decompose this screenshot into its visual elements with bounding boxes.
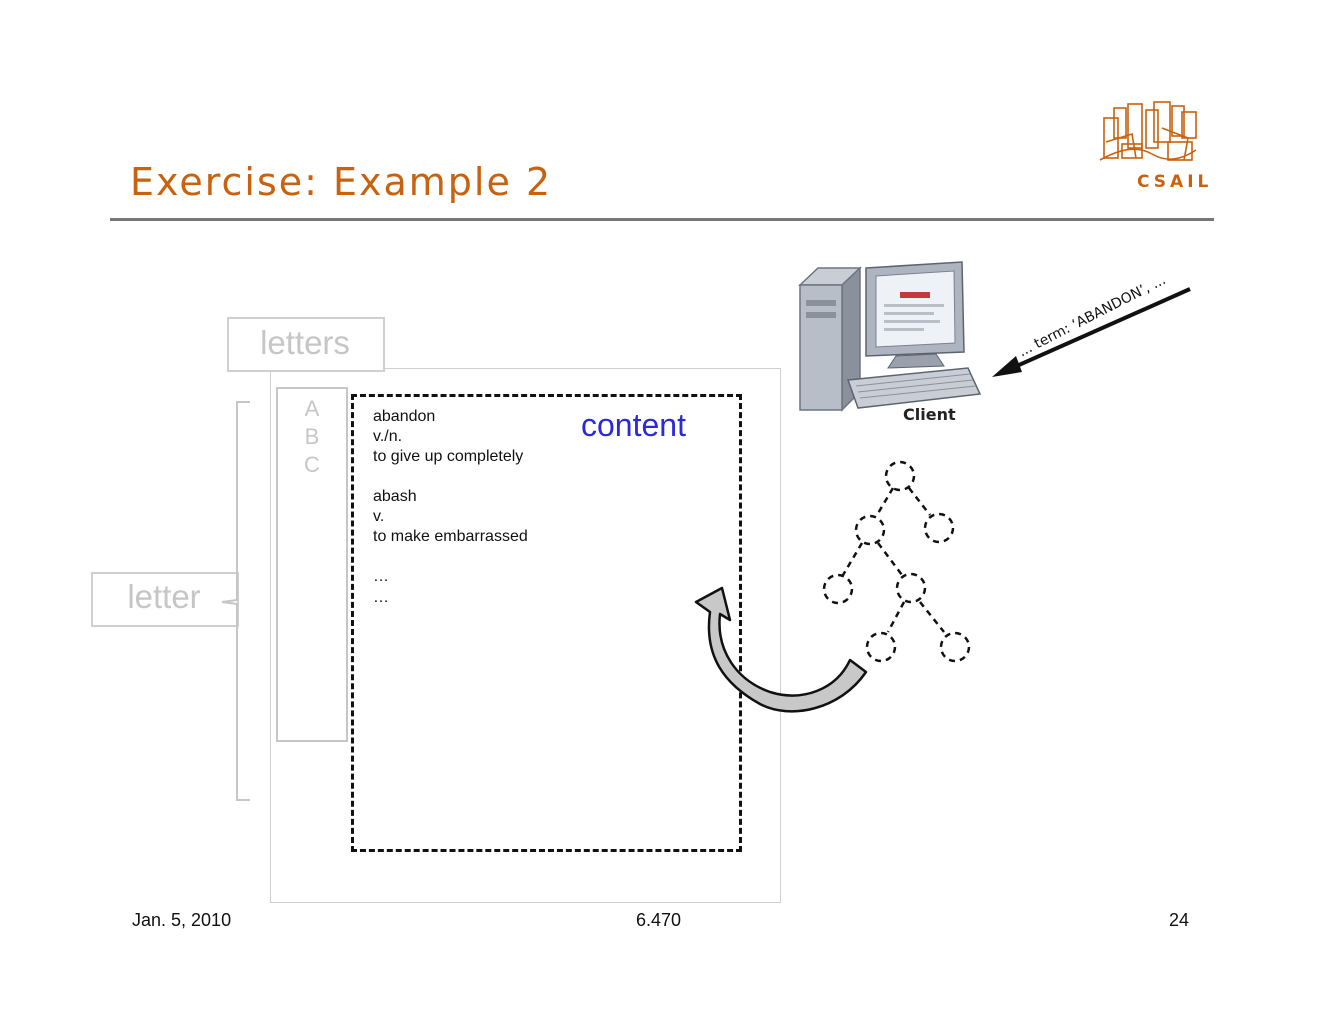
tree-edges — [841, 487, 945, 633]
letters-box — [227, 317, 385, 372]
letter-bracket — [221, 401, 250, 801]
slide-title: Exercise: Example 2 — [130, 160, 553, 204]
title-divider — [110, 218, 1214, 221]
entry-line: to give up completely — [373, 448, 524, 465]
letter-index-column — [276, 387, 348, 742]
entry-line: to make embarrassed — [373, 528, 528, 545]
tree-node — [822, 573, 854, 605]
footer-date: Jan. 5, 2010 — [132, 910, 232, 930]
tree-node — [854, 514, 886, 546]
entry-line: … — [373, 589, 389, 606]
abc-letter: A — [304, 396, 320, 421]
content-label: content — [581, 407, 686, 443]
entry-line: v./n. — [373, 428, 403, 445]
client-computer-icon — [798, 261, 982, 412]
curved-arrow — [694, 586, 868, 713]
csail-logo-icon — [1099, 101, 1197, 161]
tree-nodes — [822, 460, 971, 663]
client-label: Client — [903, 405, 956, 424]
tree-node — [923, 512, 955, 544]
letter-label: letter — [127, 578, 201, 615]
logo-text: CSAIL — [1137, 172, 1213, 192]
entry-line: v. — [373, 508, 385, 525]
letter-box — [91, 572, 239, 627]
tree-node — [865, 631, 897, 663]
entry-line: abandon — [373, 408, 436, 425]
abc-letter: B — [304, 424, 320, 449]
entry-line: … — [373, 568, 389, 585]
tree-node — [939, 631, 971, 663]
abc-letter: C — [304, 452, 320, 477]
tree-node — [884, 460, 916, 492]
footer-course: 6.470 — [636, 910, 682, 930]
content-region — [351, 394, 742, 852]
tree-node — [895, 572, 927, 604]
entry-line: abash — [373, 488, 417, 505]
letters-label: letters — [260, 324, 350, 361]
request-arrow — [1009, 287, 1191, 371]
page-frame — [270, 368, 781, 903]
footer-page-number: 24 — [1169, 910, 1190, 930]
